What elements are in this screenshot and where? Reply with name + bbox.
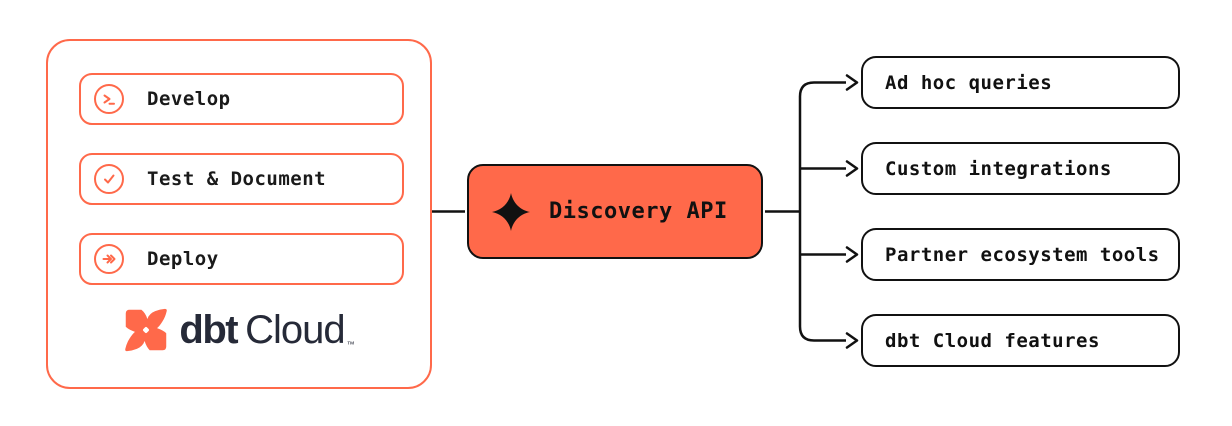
dbt-logo-mark: [125, 308, 168, 352]
check-circle-icon: [94, 164, 124, 194]
trunk-top-branch: [798, 81, 846, 212]
consumer-label: Partner ecosystem tools: [885, 243, 1160, 266]
arrowhead-3: [845, 246, 859, 263]
sparkle-icon: [492, 192, 530, 231]
arrowhead-2: [845, 160, 859, 177]
step-develop: Develop: [79, 73, 404, 125]
deploy-arrow-icon: [94, 244, 124, 274]
consumer-partner-ecosystem-tools: Partner ecosystem tools: [861, 228, 1180, 281]
dbt-cloud-wordmark: dbt Cloud ™: [179, 308, 354, 353]
step-label: Deploy: [147, 248, 219, 270]
terminal-prompt-icon: [94, 84, 124, 114]
consumer-label: dbt Cloud features: [885, 329, 1100, 352]
step-deploy: Deploy: [79, 233, 404, 285]
step-label: Test & Document: [147, 168, 327, 190]
arrowhead-4: [845, 332, 859, 349]
dbt-cloud-logo: dbt Cloud ™: [48, 307, 430, 353]
logo-brand-text: dbt: [179, 307, 238, 352]
discovery-api-node: Discovery API: [467, 164, 763, 259]
api-node-label: Discovery API: [549, 199, 728, 224]
consumer-label: Custom integrations: [885, 157, 1112, 180]
consumer-dbt-cloud-features: dbt Cloud features: [861, 314, 1180, 367]
logo-trademark: ™: [346, 339, 355, 349]
logo-product-text: Cloud: [245, 307, 346, 352]
step-label: Develop: [147, 88, 231, 110]
consumer-ad-hoc-queries: Ad hoc queries: [861, 56, 1180, 109]
consumer-custom-integrations: Custom integrations: [861, 142, 1180, 195]
step-test-document: Test & Document: [79, 153, 404, 205]
arrowhead-1: [845, 74, 859, 91]
trunk-bottom-branch: [798, 211, 846, 342]
consumer-label: Ad hoc queries: [885, 71, 1053, 94]
dbt-cloud-panel: Develop Test & Document Deploy: [46, 39, 432, 389]
